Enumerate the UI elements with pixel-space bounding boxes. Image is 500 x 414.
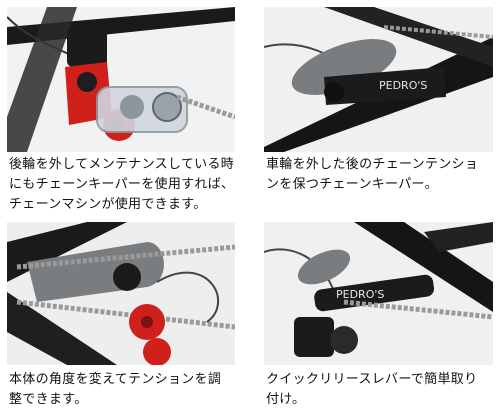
panel-caption: 本体の角度を変えてテンションを調 整できます。: [9, 370, 237, 410]
caption-line: チェーンマシンが使用できます。: [9, 197, 207, 212]
photo-chain-keeper: PEDRO'S: [264, 7, 493, 152]
panel-caption: 後輪を外してメンテナンスしている時 にもチェーンキーパーを使用すれば、 チェーン…: [9, 155, 237, 215]
photo-chain-machine: [7, 7, 235, 152]
panel-caption: 車輪を外した後のチェーンテンショ ンを保つチェーンキーパー。: [266, 155, 495, 195]
caption-line: 整できます。: [9, 392, 88, 407]
caption-line: 付け。: [266, 392, 306, 407]
caption-line: にもチェーンキーパーを使用すれば、: [9, 177, 235, 192]
svg-text:PEDRO'S: PEDRO'S: [336, 288, 384, 301]
svg-text:PEDRO'S: PEDRO'S: [379, 79, 427, 92]
panel-caption: クイックリリースレバーで簡単取り 付け。: [266, 370, 495, 410]
caption-line: 後輪を外してメンテナンスしている時: [9, 157, 235, 172]
caption-line: 車輪を外した後のチェーンテンショ: [266, 157, 479, 172]
caption-line: 本体の角度を変えてテンションを調: [9, 372, 222, 387]
caption-line: クイックリリースレバーで簡単取り: [266, 372, 478, 387]
photo-quick-release: PEDRO'S: [264, 222, 493, 365]
caption-line: ンを保つチェーンキーパー。: [266, 177, 438, 192]
photo-tension-adjust: [7, 222, 235, 365]
